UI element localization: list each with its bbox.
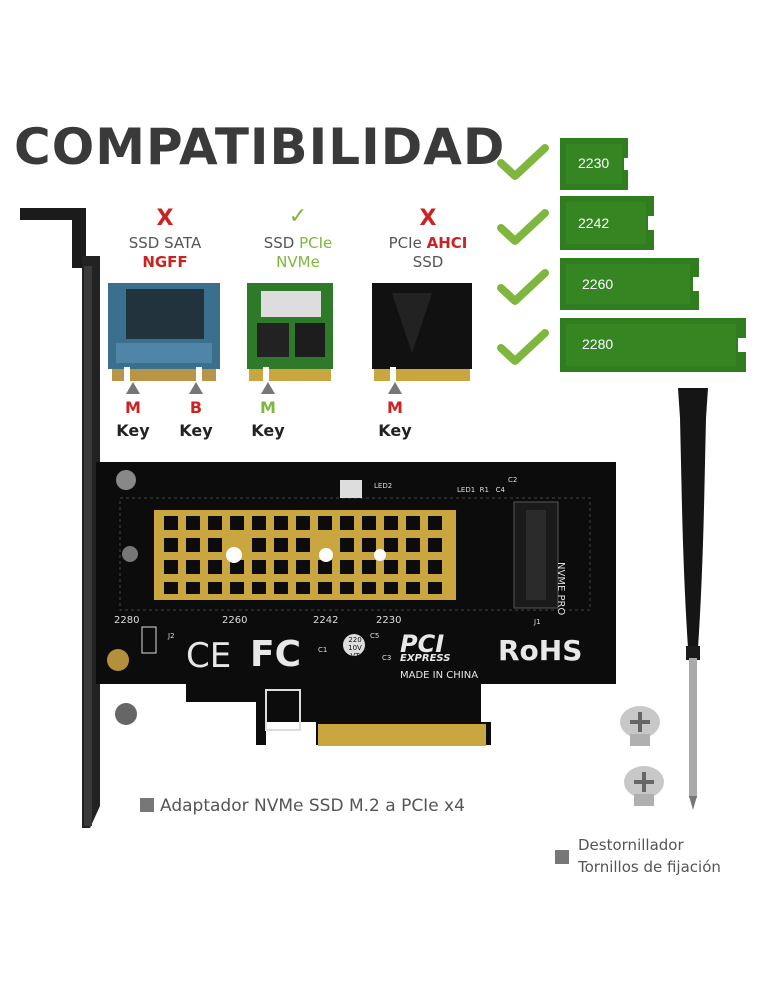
arrow-up-icon: [261, 382, 275, 394]
check-icon: [497, 329, 549, 365]
key-word: Key: [378, 421, 412, 440]
pcb-c2-label: C2: [508, 476, 518, 484]
key-letter-m: M: [387, 398, 403, 417]
arrow-up-icon: [388, 382, 402, 394]
m2-module-2260: [560, 258, 699, 310]
size-label-2230: 2230: [578, 155, 610, 171]
page-title: COMPATIBILIDAD: [14, 118, 506, 176]
pcb-size-2242: 2242: [313, 615, 339, 626]
compat-ahci-line2: SSD: [412, 253, 444, 271]
pcb-c1-label: C1: [318, 646, 328, 654]
pcb-led2-label: LED2: [374, 482, 393, 490]
compat-sata-line2: NGFF: [142, 253, 188, 271]
incompatible-x-icon: X: [156, 206, 174, 231]
check-icon: [497, 209, 549, 245]
pcb-c3-label: C3: [382, 654, 392, 662]
check-icon: [497, 144, 549, 180]
pcb-board: [96, 462, 616, 746]
m2-module-2280: [560, 318, 746, 372]
compat-label-ahci: PCIe AHCI SSD: [368, 234, 488, 272]
size-label-2280: 2280: [582, 336, 614, 352]
square-bullet-icon: [140, 798, 154, 812]
key-letter-m: M: [260, 398, 276, 417]
ssd-pcie-ahci-image: [372, 283, 472, 383]
pcb-led1-label: LED1 R1 C4: [457, 486, 505, 494]
compat-label-nvme: SSD PCIe NVMe: [238, 234, 358, 272]
caption-tools-line2: Tornillos de fijación: [578, 858, 721, 876]
compat-nvme-line1a: SSD: [263, 234, 300, 252]
pcb-nvme-pro-label: NVME PRO: [555, 562, 566, 616]
pcb-c5-label: C5: [370, 632, 380, 640]
compat-ahci-line1a: PCIe: [388, 234, 427, 252]
key-word: Key: [251, 421, 285, 440]
caption-main-text: Adaptador NVMe SSD M.2 a PCIe x4: [160, 796, 465, 816]
pcb-size-2280: 2280: [114, 615, 140, 626]
key-letter-m: M: [125, 398, 141, 417]
incompatible-x-icon: X: [419, 206, 437, 231]
ssd-pcie-nvme-image: [247, 283, 333, 383]
square-bullet-icon: [555, 850, 569, 864]
compat-sata-line1: SSD SATA: [128, 234, 202, 252]
arrow-up-icon: [189, 382, 203, 394]
screw-icon: [624, 766, 664, 806]
key-word: Key: [179, 421, 213, 440]
caption-tools-line1: Destornillador: [578, 836, 684, 854]
pci-express-subtext: EXPRESS: [400, 653, 451, 664]
key-word: Key: [116, 421, 150, 440]
pci-express-logo: PCI: [400, 630, 445, 658]
screw-icon: [620, 706, 660, 746]
pcb-size-2230: 2230: [376, 615, 402, 626]
size-label-2260: 2260: [582, 276, 614, 292]
caption-tools: Destornillador Tornillos de fijación: [578, 834, 721, 878]
compat-label-sata: SSD SATA NGFF: [105, 234, 225, 272]
m2-module-2230: [560, 138, 628, 190]
compatible-check-icon: ✓: [288, 204, 308, 229]
key-letter-b: B: [189, 398, 203, 417]
pcie-bracket: [20, 208, 100, 828]
pcb-size-2260: 2260: [222, 615, 248, 626]
rohs-mark-icon: RoHS: [498, 634, 583, 667]
compat-nvme-line2: NVMe: [276, 253, 320, 271]
pcb-made-in-label: MADE IN CHINA: [400, 670, 479, 681]
check-icon: [497, 269, 549, 305]
arrow-up-icon: [126, 382, 140, 394]
caption-main: Adaptador NVMe SSD M.2 a PCIe x4: [140, 796, 465, 816]
screwdriver-image: [678, 388, 708, 810]
compat-nvme-line1b: PCIe: [299, 234, 333, 252]
pcb-capacitor-label: 220 10V VT: [348, 636, 362, 660]
pcb-j1-label: J1: [534, 618, 541, 626]
ssd-sata-ngff-image: [108, 283, 220, 383]
pcb-j2-label: J2: [168, 632, 175, 640]
ce-mark-icon: CE: [186, 636, 232, 676]
fc-mark-icon: FC: [250, 634, 302, 675]
size-label-2242: 2242: [578, 215, 610, 231]
compat-ahci-line1b: AHCI: [426, 234, 468, 252]
m2-module-2242: [560, 196, 654, 250]
